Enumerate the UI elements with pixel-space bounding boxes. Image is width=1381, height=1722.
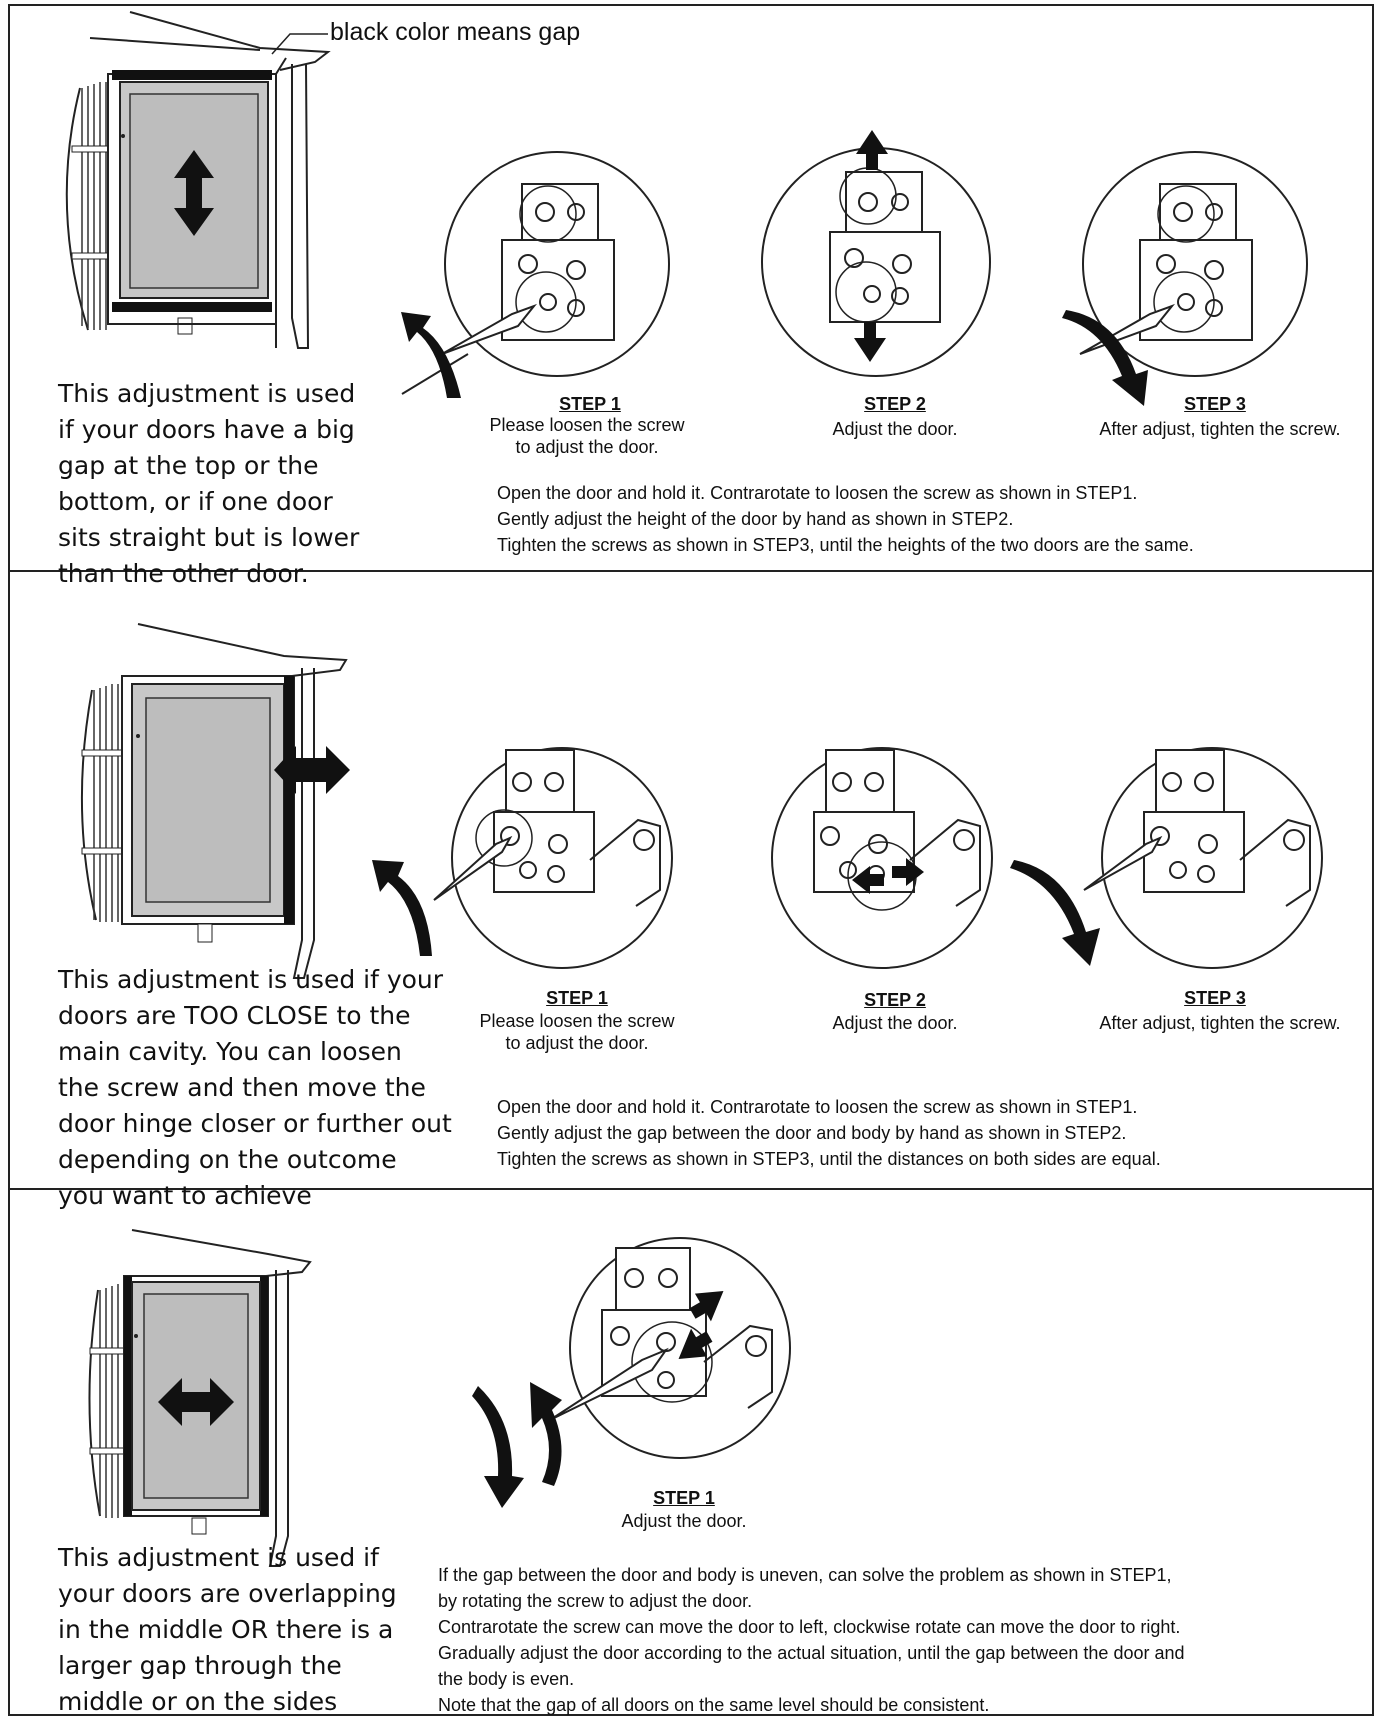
gap-legend-note: black color means gap (330, 18, 580, 47)
instruction-line: the body is even. (438, 1666, 1185, 1692)
section-1-step-2-title: STEP 2 (845, 394, 945, 415)
section-3-step-1-caption: Adjust the door. (584, 1510, 784, 1532)
instruction-line: Tighten the screws as shown in STEP3, un… (497, 532, 1194, 558)
lateral-hinge-diagram (550, 1232, 810, 1472)
step-2-hinge-side-diagram (760, 740, 1010, 980)
gap-callout-leader (270, 28, 330, 58)
instruction-line: by rotating the screw to adjust the door… (438, 1588, 1185, 1614)
section-1-step-1-title: STEP 1 (540, 394, 640, 415)
step-2-loosen-arrow (372, 848, 462, 958)
instruction-line: Gradually adjust the door according to t… (438, 1640, 1185, 1666)
step-1-hinge-side-diagram (440, 740, 690, 980)
section-2-step-2-title: STEP 2 (845, 990, 945, 1011)
step-3-tighten-side-arrow (1010, 860, 1100, 970)
section-1-step-1-caption: Please loosen the screw to adjust the do… (462, 414, 712, 458)
cabinet-vertical-gap-illustration (60, 8, 340, 368)
section-3-step-1-title: STEP 1 (634, 1488, 734, 1509)
section-2-instructions: Open the door and hold it. Contrarotate … (497, 1094, 1161, 1172)
instruction-line: Contrarotate the screw can move the door… (438, 1614, 1185, 1640)
instruction-line: Open the door and hold it. Contrarotate … (497, 480, 1194, 506)
section-3-instructions: If the gap between the door and body is … (438, 1562, 1185, 1718)
cabinet-side-gap-illustration (78, 620, 358, 970)
instruction-line: Open the door and hold it. Contrarotate … (497, 1094, 1161, 1120)
instruction-line: If the gap between the door and body is … (438, 1562, 1185, 1588)
section-3-description: This adjustment is used if your doors ar… (58, 1540, 398, 1720)
section-1-step-3-title: STEP 3 (1165, 394, 1265, 415)
cabinet-lateral-gap-illustration (88, 1226, 328, 1566)
instruction-line: Gently adjust the gap between the door a… (497, 1120, 1161, 1146)
section-1-description: This adjustment is used if your doors ha… (58, 376, 418, 592)
section-1-step-2-caption: Adjust the door. (795, 418, 995, 440)
instruction-line: Note that the gap of all doors on the sa… (438, 1692, 1185, 1718)
section-1-instructions: Open the door and hold it. Contrarotate … (497, 480, 1194, 558)
rotate-both-ways-arrow (472, 1380, 572, 1510)
section-2-step-1-caption: Please loosen the screw to adjust the do… (452, 1010, 702, 1054)
step-2-hinge-diagram (746, 140, 1006, 390)
section-2-step-1-title: STEP 1 (527, 988, 627, 1009)
section-2-step-3-title: STEP 3 (1165, 988, 1265, 1009)
step-3-tighten-arrow (1062, 310, 1152, 410)
step-1-loosen-arrow (405, 300, 475, 400)
instruction-line: Tighten the screws as shown in STEP3, un… (497, 1146, 1161, 1172)
step-3-hinge-side-diagram (1090, 740, 1340, 980)
section-2-step-3-caption: After adjust, tighten the screw. (1075, 1012, 1365, 1034)
section-2-step-2-caption: Adjust the door. (795, 1012, 995, 1034)
instruction-line: Gently adjust the height of the door by … (497, 506, 1194, 532)
section-1-step-3-caption: After adjust, tighten the screw. (1075, 418, 1365, 440)
section-2-description: This adjustment is used if your doors ar… (58, 962, 458, 1214)
